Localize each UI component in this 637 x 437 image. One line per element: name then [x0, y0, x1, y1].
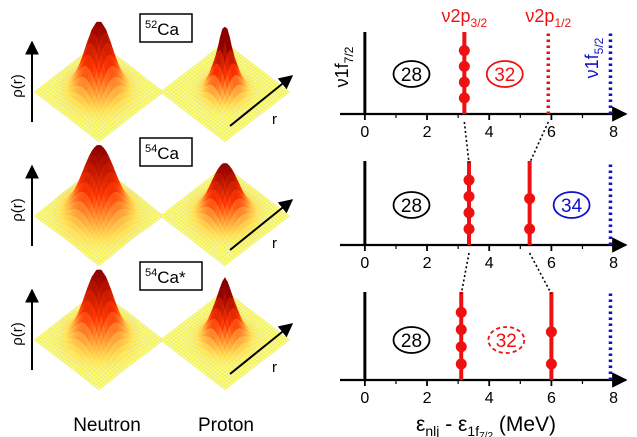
f72-orbital-label: ν1f7/2: [332, 46, 356, 87]
x-tick-label: 6: [547, 255, 556, 272]
occupation-dot: [463, 174, 475, 186]
proton-density-surface: [159, 163, 291, 267]
occupation-dot: [458, 76, 470, 88]
x-tick-label: 8: [609, 390, 618, 407]
energy-level-chart: 0 2 4 6 8 28 32 0 2 4 6 8 28 34 0 2 4 6 8 28 32 ν2p3/2 ν2p1/2 ν…: [332, 6, 628, 407]
magic-number-ring: [392, 191, 431, 219]
orbital-connector: [528, 252, 553, 295]
magic-number: 32: [494, 65, 515, 86]
density-axis-label: ρ(r): [9, 198, 26, 222]
density-panel: ρ(r) r 52Ca: [9, 13, 294, 143]
x-tick-label: 8: [609, 124, 618, 141]
neutron-density-surface: [33, 269, 165, 391]
proton-density-surface: [159, 276, 291, 391]
nucleus-label: 52Ca: [145, 19, 180, 39]
radius-axis-label: r: [272, 235, 277, 252]
orbital-connector: [528, 121, 550, 164]
magic-number: 32: [496, 331, 517, 352]
magic-number: 34: [561, 196, 583, 217]
x-tick-label: 0: [360, 124, 369, 141]
magic-number: 28: [401, 331, 422, 352]
x-tick-label: 2: [423, 390, 432, 407]
occupation-dot: [458, 60, 470, 72]
neutron-density-surface: [33, 21, 165, 143]
x-tick-label: 0: [360, 255, 369, 272]
x-tick-label: 4: [485, 255, 494, 272]
radius-axis-arrow: [229, 75, 294, 127]
occupation-dot: [455, 324, 467, 336]
magic-number-ring: [485, 60, 524, 88]
level-panel: 0 2 4 6 8 28 32: [340, 32, 628, 141]
proton-density-surface: [159, 26, 291, 143]
radius-axis-label: r: [272, 359, 277, 376]
occupation-dot: [463, 207, 475, 219]
x-tick-label: 4: [485, 124, 494, 141]
nucleus-label: 54Ca*: [145, 267, 186, 287]
density-axis-label: ρ(r): [9, 74, 26, 98]
neutron-density-surface: [33, 144, 165, 267]
x-tick-label: 2: [423, 124, 432, 141]
magic-number: 28: [401, 65, 422, 86]
occupation-dot: [463, 223, 475, 235]
nucleus-label: 54Ca: [145, 143, 180, 163]
density-surfaces: ρ(r) r 52Ca ρ(r) r 54Ca ρ(r) r 54Ca*: [9, 13, 294, 391]
magic-number-ring: [392, 60, 431, 88]
density-axis-label: ρ(r): [9, 322, 26, 346]
magic-number-ring: [552, 191, 591, 219]
occupation-dot: [545, 326, 557, 338]
magic-number: 28: [401, 196, 422, 217]
x-tick-label: 6: [547, 124, 556, 141]
occupation-dot: [463, 190, 475, 202]
neutron-column-label: Neutron: [73, 415, 141, 436]
p32-orbital-label: ν2p3/2: [441, 6, 487, 30]
density-panel: ρ(r) r 54Ca: [9, 137, 294, 267]
x-tick-label: 4: [485, 390, 494, 407]
level-panel: 0 2 4 6 8 28 32: [340, 292, 628, 407]
nucleus-label-box: [139, 261, 203, 291]
nucleus-label-box: [139, 137, 193, 167]
x-tick-label: 6: [547, 390, 556, 407]
magic-number-ring: [392, 326, 431, 354]
occupation-dot: [458, 92, 470, 104]
occupation-dot: [455, 341, 467, 353]
magic-number-ring: [487, 326, 526, 354]
nucleus-label-box: [139, 13, 193, 43]
occupation-dot: [458, 45, 470, 57]
orbital-connector: [463, 121, 470, 164]
density-panel: ρ(r) r 54Ca*: [9, 261, 294, 391]
proton-column-label: Proton: [198, 415, 254, 436]
x-axis-label: εnlj - ε1f7/2 (MeV): [416, 413, 556, 437]
radius-axis-label: r: [272, 111, 277, 128]
radius-axis-arrow: [229, 199, 294, 251]
orbital-connector: [460, 252, 470, 295]
x-tick-label: 8: [609, 255, 618, 272]
occupation-dot: [524, 223, 536, 235]
occupation-dot: [524, 193, 536, 205]
occupation-dot: [455, 306, 467, 318]
f52-orbital-label: ν1f5/2: [582, 37, 606, 78]
radius-axis-arrow: [229, 323, 294, 375]
occupation-dot: [545, 358, 557, 370]
p12-orbital-label: ν2p1/2: [525, 6, 571, 30]
level-panel: 0 2 4 6 8 28 34: [340, 161, 628, 272]
x-tick-label: 0: [360, 390, 369, 407]
x-tick-label: 2: [423, 255, 432, 272]
occupation-dot: [455, 358, 467, 370]
